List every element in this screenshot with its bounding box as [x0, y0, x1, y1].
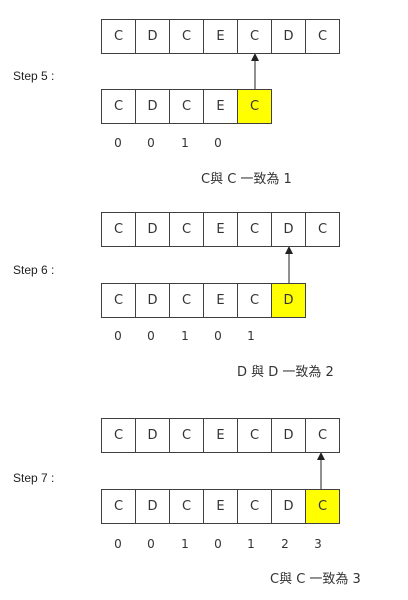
arrows-layer [251, 53, 325, 489]
